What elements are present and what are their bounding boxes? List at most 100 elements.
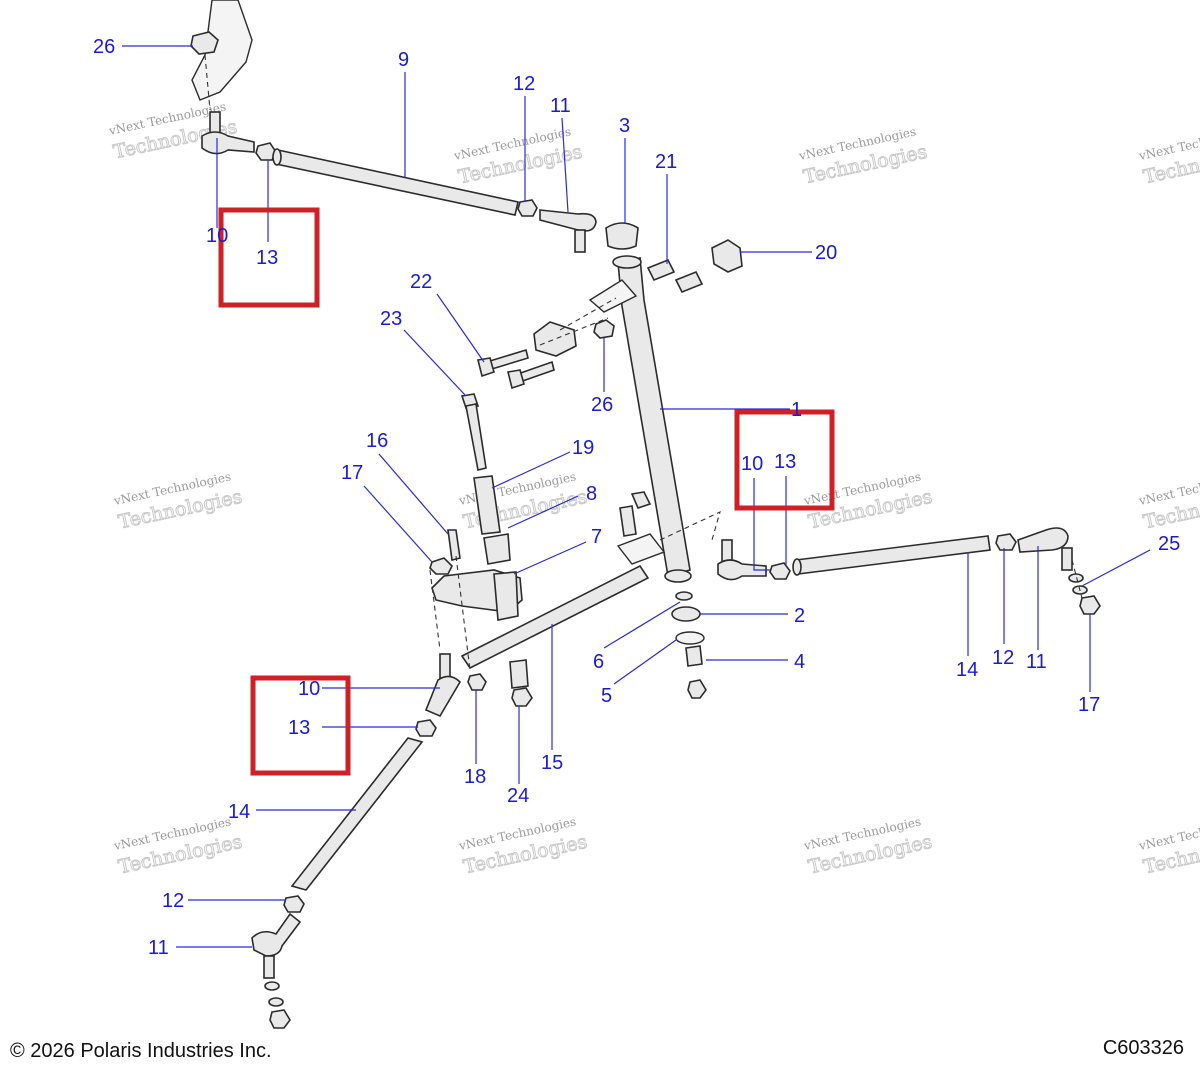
nut-part [511, 687, 533, 707]
steering-post-part [617, 257, 691, 578]
callout-17[interactable]: 17 [1078, 694, 1100, 716]
spacer-part [671, 606, 701, 622]
drawing-id-text: C603326 [1102, 1037, 1184, 1059]
washer-part [268, 997, 284, 1007]
callout-20[interactable]: 20 [815, 242, 837, 264]
tube-end-part [792, 558, 802, 576]
tie-rod-end-part [1017, 527, 1069, 553]
washer-part [264, 981, 280, 991]
tie-rod-end-part [201, 131, 255, 155]
post-bottom-ring-part [664, 569, 692, 583]
tie-rod-end-part [424, 675, 462, 718]
jam-nut-part [283, 895, 305, 913]
callout-23[interactable]: 23 [380, 308, 402, 330]
leader-line [613, 639, 677, 685]
callout-1[interactable]: 1 [791, 399, 802, 421]
jam-nut-part [517, 199, 538, 217]
leader-line [378, 453, 449, 535]
callout-21[interactable]: 21 [655, 151, 677, 173]
tie-rod-end-stud-part [263, 955, 275, 979]
highlight-box-right [734, 409, 835, 511]
callout-6[interactable]: 6 [593, 651, 604, 673]
leader-lines [122, 45, 1151, 948]
callout-15[interactable]: 15 [541, 752, 563, 774]
jam-nut-part [769, 562, 791, 580]
callout-14[interactable]: 14 [956, 659, 978, 681]
callout-12[interactable]: 12 [513, 73, 535, 95]
callout-10[interactable]: 10 [741, 453, 763, 475]
jam-nut-part [255, 142, 277, 161]
leader-line [513, 541, 587, 575]
callout-25[interactable]: 25 [1158, 533, 1180, 555]
copyright-text: © 2026 Polaris Industries Inc. [10, 1040, 272, 1062]
callout-11[interactable]: 11 [550, 95, 571, 117]
stud-part [685, 645, 703, 667]
assembly-dash-line [1071, 559, 1083, 599]
tie-rod-end-part [539, 209, 597, 232]
leader-line [363, 485, 433, 563]
tie-rod-end-part [717, 559, 767, 581]
sleeve-part [473, 475, 501, 535]
callout-18[interactable]: 18 [464, 766, 486, 788]
bolt-part [447, 529, 461, 561]
clamp-part [711, 239, 743, 273]
callout-24[interactable]: 24 [507, 785, 529, 807]
tie-rod-end-part [251, 912, 302, 957]
callout-22[interactable]: 22 [410, 271, 432, 293]
callout-17[interactable]: 17 [341, 462, 363, 484]
post-lower-bracket-part [616, 533, 666, 565]
callout-13[interactable]: 13 [256, 247, 278, 269]
callout-14[interactable]: 14 [228, 801, 250, 823]
callout-7[interactable]: 7 [591, 526, 602, 548]
assembly-dash-line [204, 54, 211, 111]
callout-19[interactable]: 19 [572, 437, 594, 459]
callout-13[interactable]: 13 [288, 717, 310, 739]
callout-9[interactable]: 9 [398, 49, 409, 71]
nut-part [1079, 595, 1101, 615]
callout-26[interactable]: 26 [591, 394, 613, 416]
bolt-head-part [477, 357, 495, 378]
leader-line [436, 293, 485, 363]
leader-line [561, 117, 569, 213]
leader-line [1081, 549, 1151, 587]
callout-16[interactable]: 16 [366, 430, 388, 452]
retaining-ring-part [675, 631, 705, 645]
bolt-head-part [507, 369, 525, 390]
washer-part [675, 591, 693, 601]
bushing-part [483, 533, 511, 565]
nut-part [269, 1009, 291, 1029]
leader-line [603, 601, 681, 649]
callout-3[interactable]: 3 [619, 115, 630, 137]
callout-4[interactable]: 4 [794, 651, 805, 673]
nut-part [630, 491, 652, 509]
tie-rod-tube-part [290, 737, 424, 891]
leader-line [507, 495, 579, 529]
tie-rod-end-stud-part [721, 539, 733, 563]
bushing-part [674, 270, 704, 294]
highlight-box-top-left [218, 207, 320, 308]
post-top-ring-part [612, 255, 642, 269]
tube-end-part [272, 148, 282, 166]
callout-10[interactable]: 10 [206, 225, 228, 247]
leader-line [403, 329, 467, 397]
bolt-part [465, 403, 487, 471]
nut-part [687, 679, 707, 699]
highlight-boxes [218, 207, 835, 776]
callout-12[interactable]: 12 [162, 890, 184, 912]
washer-part [1068, 573, 1084, 583]
callout-10[interactable]: 10 [298, 678, 320, 700]
assembly-dash-line [429, 555, 471, 671]
callout-8[interactable]: 8 [586, 483, 597, 505]
nut-part [429, 557, 453, 575]
callout-12[interactable]: 12 [992, 647, 1014, 669]
tie-rod-end-stud-part [439, 653, 451, 679]
leader-line [491, 451, 571, 489]
callout-13[interactable]: 13 [774, 451, 796, 473]
callout-2[interactable]: 2 [794, 605, 805, 627]
callout-26[interactable]: 26 [93, 36, 115, 58]
callout-5[interactable]: 5 [601, 685, 612, 707]
highlight-box-lower-left [250, 675, 351, 776]
callout-11[interactable]: 11 [148, 937, 169, 959]
callout-11[interactable]: 11 [1026, 651, 1047, 673]
pitman-arm-boss-part [493, 571, 519, 621]
